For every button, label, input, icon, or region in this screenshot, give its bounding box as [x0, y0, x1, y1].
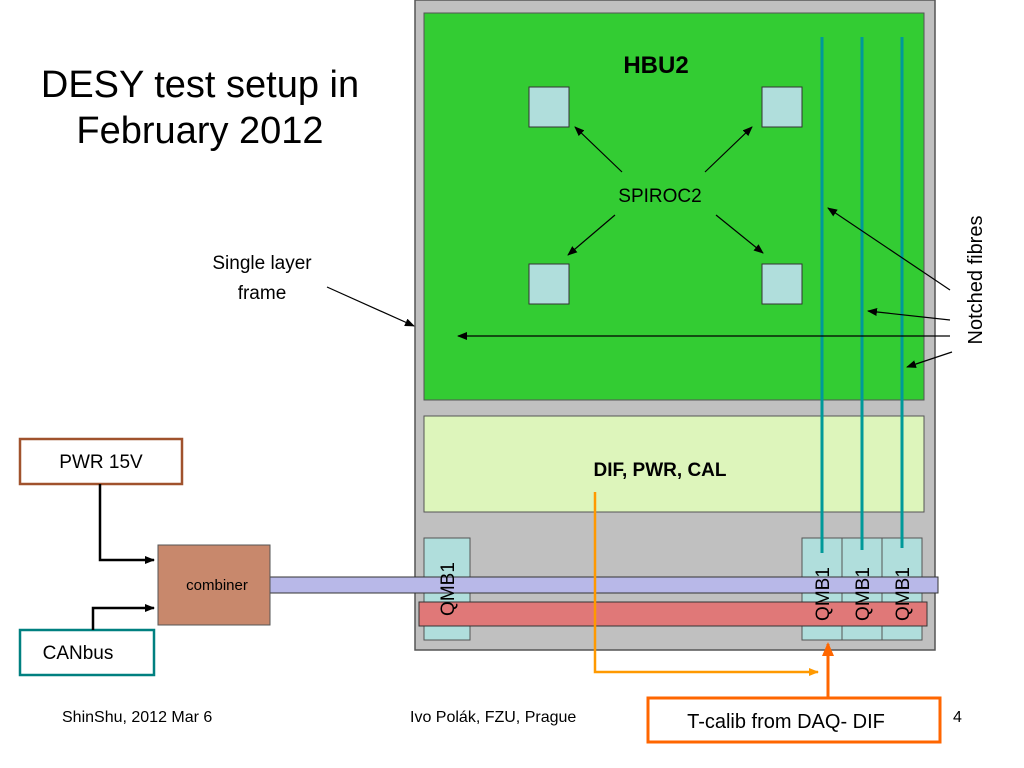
spiroc-chip-bottom-left — [528, 263, 570, 305]
spiroc-chip-top-left — [528, 86, 570, 128]
pwr-connector — [98, 484, 155, 564]
spiroc-arrow-br — [715, 214, 764, 254]
notched-arrow-1 — [827, 207, 951, 291]
single-layer-label-1: Single layer — [212, 253, 312, 274]
pwr-box — [18, 437, 184, 486]
dif-orange-line — [593, 492, 819, 676]
canbus-connector — [91, 604, 155, 630]
pwr-label: PWR 15V — [59, 452, 143, 473]
footer-center: Ivo Polák, FZU, Prague — [410, 709, 577, 726]
spiroc-arrow-tl — [574, 126, 623, 173]
red-bar — [418, 601, 928, 627]
qmb-left-label: QMB1 — [438, 562, 459, 616]
notched-arrow-2 — [867, 308, 951, 321]
spiroc-chip-top-right — [761, 86, 803, 128]
page-number: 4 — [953, 709, 962, 726]
hbu2-label: HBU2 — [623, 52, 688, 79]
combiner-box — [157, 544, 271, 626]
tcalib-label: T-calib from DAQ- DIF — [687, 711, 885, 733]
combiner-label: combiner — [186, 577, 248, 594]
frame-arrow — [326, 286, 415, 327]
spiroc-label: SPIROC2 — [618, 186, 701, 207]
footer-left: ShinShu, 2012 Mar 6 — [62, 709, 213, 726]
spiroc-arrow-bl — [567, 214, 616, 256]
page-title: DESY test setup in February 2012 — [0, 62, 400, 154]
single-layer-label-2: frame — [238, 283, 287, 304]
blue-bar — [269, 576, 939, 594]
qmb-right-1-label: QMB1 — [813, 567, 834, 621]
qmb-right-2-label: QMB1 — [853, 567, 874, 621]
tcalib-box — [646, 696, 942, 744]
title-line-1: DESY test setup in — [40, 64, 360, 106]
dif-board — [423, 415, 925, 513]
notched-arrow-4 — [906, 351, 953, 368]
canbus-box — [18, 628, 156, 677]
spiroc-chip-bottom-right — [761, 263, 803, 305]
spiroc-arrow-tr — [704, 126, 753, 173]
dif-label: DIF, PWR, CAL — [594, 460, 727, 481]
title-line-2: February 2012 — [76, 110, 324, 152]
qmb-right-3-label: QMB1 — [893, 567, 914, 621]
canbus-label: CANbus — [43, 643, 114, 664]
notched-fibres-label: Notched fibres — [965, 216, 987, 345]
